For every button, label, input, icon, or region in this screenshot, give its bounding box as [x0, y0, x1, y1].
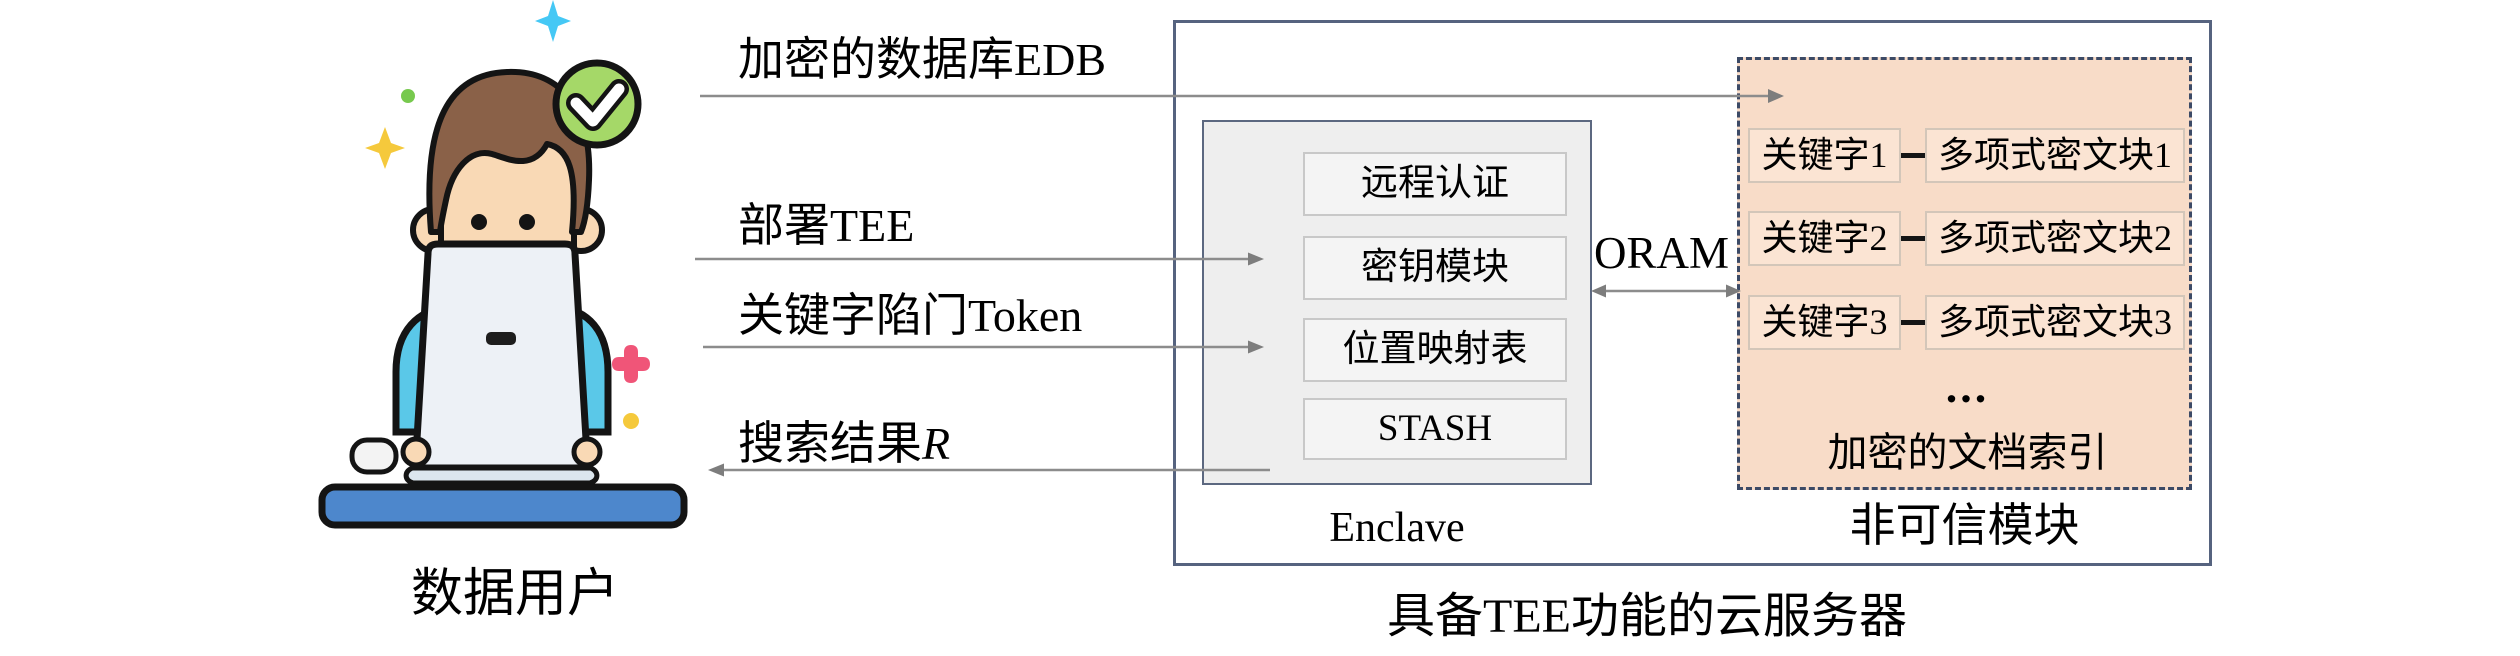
- hand-left: [400, 436, 432, 468]
- sparkle-cyan-icon: [535, 0, 571, 42]
- module-key-module: 密钥模块: [1303, 236, 1567, 300]
- untrusted-module-box: 关键字1 多项式密文块1 关键字2 多项式密文块2 关键字3 多项式密文块3 .…: [1737, 57, 2192, 490]
- mouse: [349, 437, 399, 475]
- cloud-server-box: [1173, 20, 2212, 566]
- data-user-illustration: [318, 0, 688, 529]
- encrypted-index-caption: 加密的文档索引: [1827, 430, 2108, 475]
- flow-label-search-result-text: 搜索结果: [738, 418, 922, 469]
- hand-right: [571, 436, 603, 468]
- cipher-block-box-3: 多项式密文块3: [1925, 295, 2185, 350]
- link-dash-1: [1901, 153, 1925, 158]
- user-caption: 数据用户: [410, 566, 619, 623]
- laptop-base: [403, 465, 600, 486]
- cipher-block-box-1: 多项式密文块1: [1925, 128, 2185, 183]
- flow-label-trapdoor-token: 关键字陷门Token: [738, 290, 1083, 341]
- hair: [426, 68, 593, 235]
- laptop-logo: [486, 332, 516, 345]
- module-position-map: 位置映射表: [1303, 318, 1567, 382]
- sparkle-yellow-star-icon: [365, 127, 405, 169]
- link-dash-2: [1901, 236, 1925, 241]
- desk: [318, 483, 688, 529]
- enclave-caption: Enclave: [1329, 505, 1465, 551]
- flow-label-search-result-var: R: [922, 418, 951, 469]
- check-mark-icon: [570, 83, 625, 127]
- link-dash-3: [1901, 320, 1925, 325]
- flow-label-edb: 加密的数据库EDB: [738, 34, 1106, 85]
- keyword-box-3: 关键字3: [1748, 295, 1901, 350]
- module-stash: STASH: [1303, 398, 1567, 460]
- cloud-server-caption: 具备TEE功能的云服务器: [1387, 590, 1907, 643]
- module-remote-attestation: 远程认证: [1303, 152, 1567, 216]
- keyword-box-2: 关键字2: [1748, 211, 1901, 266]
- keyword-box-1: 关键字1: [1748, 128, 1901, 183]
- sparkle-yellow-dot-icon: [623, 413, 639, 429]
- sparkle-green-dot-icon: [401, 89, 415, 103]
- eye-left: [471, 214, 487, 230]
- flow-label-deploy-tee: 部署TEE: [738, 200, 915, 251]
- flow-label-search-result: 搜索结果R: [738, 418, 951, 469]
- cipher-block-box-2: 多项式密文块2: [1925, 211, 2185, 266]
- sparkle-pink-icon: [612, 345, 650, 383]
- oram-label: ORAM: [1594, 228, 1730, 278]
- arrowhead-result: [708, 463, 724, 477]
- eye-right: [519, 214, 535, 230]
- laptop-screen: [412, 240, 591, 472]
- rows-ellipsis: ...: [1945, 361, 1990, 412]
- untrusted-module-caption: 非可信模块: [1849, 500, 2080, 551]
